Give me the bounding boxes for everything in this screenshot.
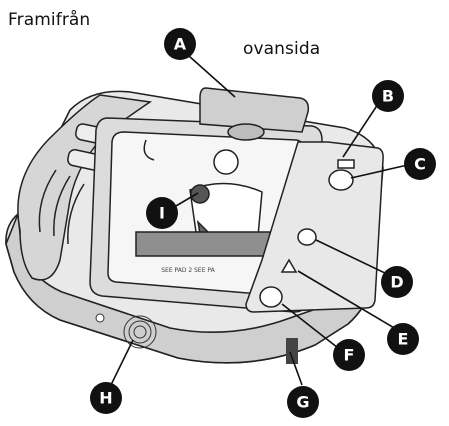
callout-letter-e: E [398,330,409,349]
shock-button [298,229,316,245]
status-indicator [338,160,354,168]
callout-letter-b: B [382,87,394,106]
callout-letter-g: G [296,393,309,412]
callout-letter-h: H [99,389,112,408]
infrared-port [286,338,298,364]
on-off-button [329,170,353,190]
callout-letter-c: C [414,155,426,174]
callout-letter-i: I [159,204,165,223]
i-button [260,287,282,307]
pad-cartridge-text: SEE PAD 2 SEE PA [161,267,215,274]
callout-letter-a: A [174,35,187,54]
callout-letter-f: F [344,346,355,365]
callout-letter-d: D [390,273,403,292]
